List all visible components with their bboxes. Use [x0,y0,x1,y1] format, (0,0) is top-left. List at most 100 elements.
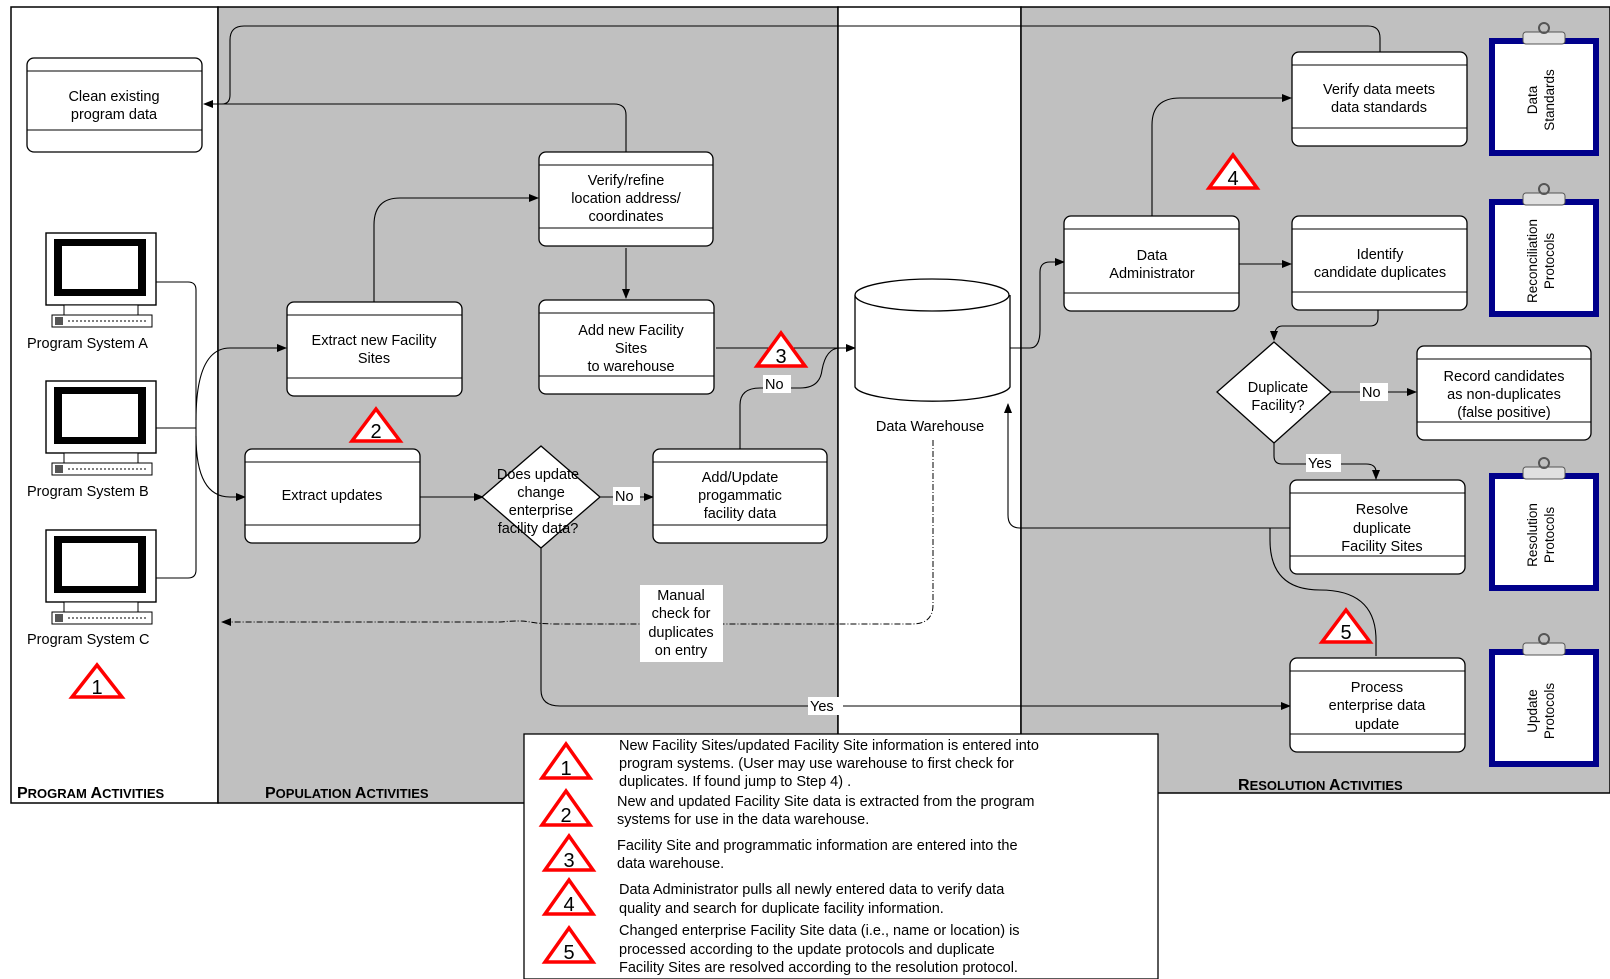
step-2-warning-icon: 2 [348,406,404,443]
record-candidates-box: Record candidates as non-duplicates (fal… [1416,345,1592,441]
svg-text:5: 5 [1340,622,1351,644]
add-new-box: Add new Facility Sites to warehouse [538,299,715,395]
decision-line3: enterprise [509,503,573,519]
resolve-duplicates-box: Resolve duplicate Facility Sites [1289,479,1466,575]
clipboard-icon-reconciliation: Reconciliation Protocols [1489,183,1599,317]
clipboard-icon-update: Update Protocols [1489,633,1599,767]
data-warehouse-cylinder: Data Warehouse [854,278,1011,435]
legend-item-5: 5 Changed enterprise Facility Site data … [541,923,1020,976]
verify-refine-box: Verify/refine location address/ coordina… [538,151,714,247]
lane-population [217,6,839,804]
svg-text:No: No [1362,385,1381,401]
identify-duplicates-box: Identify candidate duplicates [1291,215,1468,311]
svg-text:5: 5 [563,942,574,964]
decision-yes-label: Yes [808,697,843,715]
clipboard-3-line2: Protocols [1542,507,1557,564]
extract-new-line2: Sites [358,351,390,367]
duplicate-yes-label: Yes [1306,454,1341,472]
verify-standards-line1: Verify data meets [1323,82,1435,98]
svg-text:3: 3 [563,850,574,872]
verify-standards-box: Verify data meets data standards [1291,51,1468,147]
record-line2: as non-duplicates [1447,387,1561,403]
duplicate-no-label: No [1360,383,1388,401]
clean-box-line2: program data [71,107,158,123]
clipboard-1-line2: Standards [1542,69,1557,131]
verify-refine-line3: coordinates [589,209,664,225]
svg-text:data warehouse.: data warehouse. [617,856,724,872]
svg-text:Facility Site and programmatic: Facility Site and programmatic informati… [617,838,1018,854]
svg-text:Data Administrator pulls all n: Data Administrator pulls all newly enter… [619,882,1005,898]
program-system-b-label: Program System B [27,484,149,500]
clean-box-line1: Clean existing [68,89,159,105]
legend-item-4: 4 Data Administrator pulls all newly ent… [541,876,1005,917]
clipboard-4-line1: Update [1525,689,1540,733]
svg-text:New Facility Sites/updated Fac: New Facility Sites/updated Facility Site… [619,738,1039,754]
add-update-no-label: No [763,375,791,393]
resolve-line2: duplicate [1353,521,1411,537]
verify-refine-line2: location address/ [571,191,682,207]
svg-text:3: 3 [775,346,786,368]
program-system-c-label: Program System C [27,632,149,648]
add-new-line1: Add new Facility [578,323,684,339]
svg-text:No: No [765,377,784,393]
verify-refine-line1: Verify/refine [588,173,665,189]
add-new-line3: to warehouse [587,359,674,375]
data-warehouse-label: Data Warehouse [876,419,984,435]
extract-updates-label: Extract updates [282,488,383,504]
add-update-line2: progammatic [698,488,782,504]
duplicate-facility-diamond: Duplicate Facility? [1216,341,1332,444]
process-line1: Process [1351,680,1403,696]
lane-title-resolution: RESOLUTION ACTIVITIES [1238,777,1403,794]
manual-check-label: Manual check for duplicates on entry [640,585,723,662]
clipboard-1-line1: Data [1525,85,1540,114]
data-admin-line1: Data [1137,248,1169,264]
svg-text:1: 1 [91,677,102,699]
extract-new-box: Extract new Facility Sites [286,301,463,397]
computer-icon-c [45,529,157,625]
svg-text:2: 2 [560,805,571,827]
svg-text:4: 4 [563,894,574,916]
legend-item-3: 3 Facility Site and programmatic informa… [541,832,1018,872]
decision-line4: facility data? [498,521,579,537]
extract-new-line1: Extract new Facility [312,333,438,349]
svg-text:systems for use in the data wa: systems for use in the data warehouse. [617,812,869,828]
identify-line2: candidate duplicates [1314,265,1446,281]
lane-title-program: PROGRAM ACTIVITIES [17,785,165,802]
record-line3: (false positive) [1457,405,1550,421]
svg-text:4: 4 [1227,168,1238,190]
svg-text:Facility Sites are resolved ac: Facility Sites are resolved according to… [619,960,1018,976]
clipboard-icon-resolution: Resolution Protocols [1489,457,1599,591]
process-update-box: Process enterprise data update [1289,657,1466,753]
add-update-box: Add/Update progammatic facility data [652,448,828,544]
program-system-a-label: Program System A [27,336,148,352]
svg-text:1: 1 [560,758,571,780]
decision-line2: change [517,485,565,501]
identify-line1: Identify [1357,247,1404,263]
verify-standards-line2: data standards [1331,100,1427,116]
computer-icon-a [45,232,157,328]
clipboard-2-line2: Protocols [1542,233,1557,290]
duplicate-line1: Duplicate [1248,380,1308,396]
step-1-warning-icon: 1 [68,662,126,699]
legend-box: 1 New Facility Sites/updated Facility Si… [523,733,1159,979]
lane-title-population: POPULATION ACTIVITIES [265,785,429,802]
svg-text:No: No [615,489,634,505]
data-admin-line2: Administrator [1109,266,1195,282]
clipboard-icon-data-standards: Data Standards [1489,22,1599,156]
add-new-line2: Sites [615,341,647,357]
clipboard-2-line1: Reconciliation [1525,219,1540,303]
decision-no-label: No [613,487,640,505]
svg-text:2: 2 [370,421,381,443]
computer-icon-b [45,380,157,476]
svg-text:program systems. (User may us: program systems. (User may use warehouse… [619,756,1014,772]
decision-line1: Does update [497,467,579,483]
data-administrator-box: Data Administrator [1063,215,1240,312]
legend-item-2: 2 New and updated Facility Site data is … [538,787,1034,828]
svg-text:duplicates: duplicates [648,625,713,641]
svg-text:check for: check for [652,606,711,622]
clipboard-4-line2: Protocols [1542,683,1557,740]
legend-item-1: 1 New Facility Sites/updated Facility Si… [538,738,1039,790]
clipboard-3-line1: Resolution [1525,503,1540,567]
extract-updates-box: Extract updates [244,448,421,544]
